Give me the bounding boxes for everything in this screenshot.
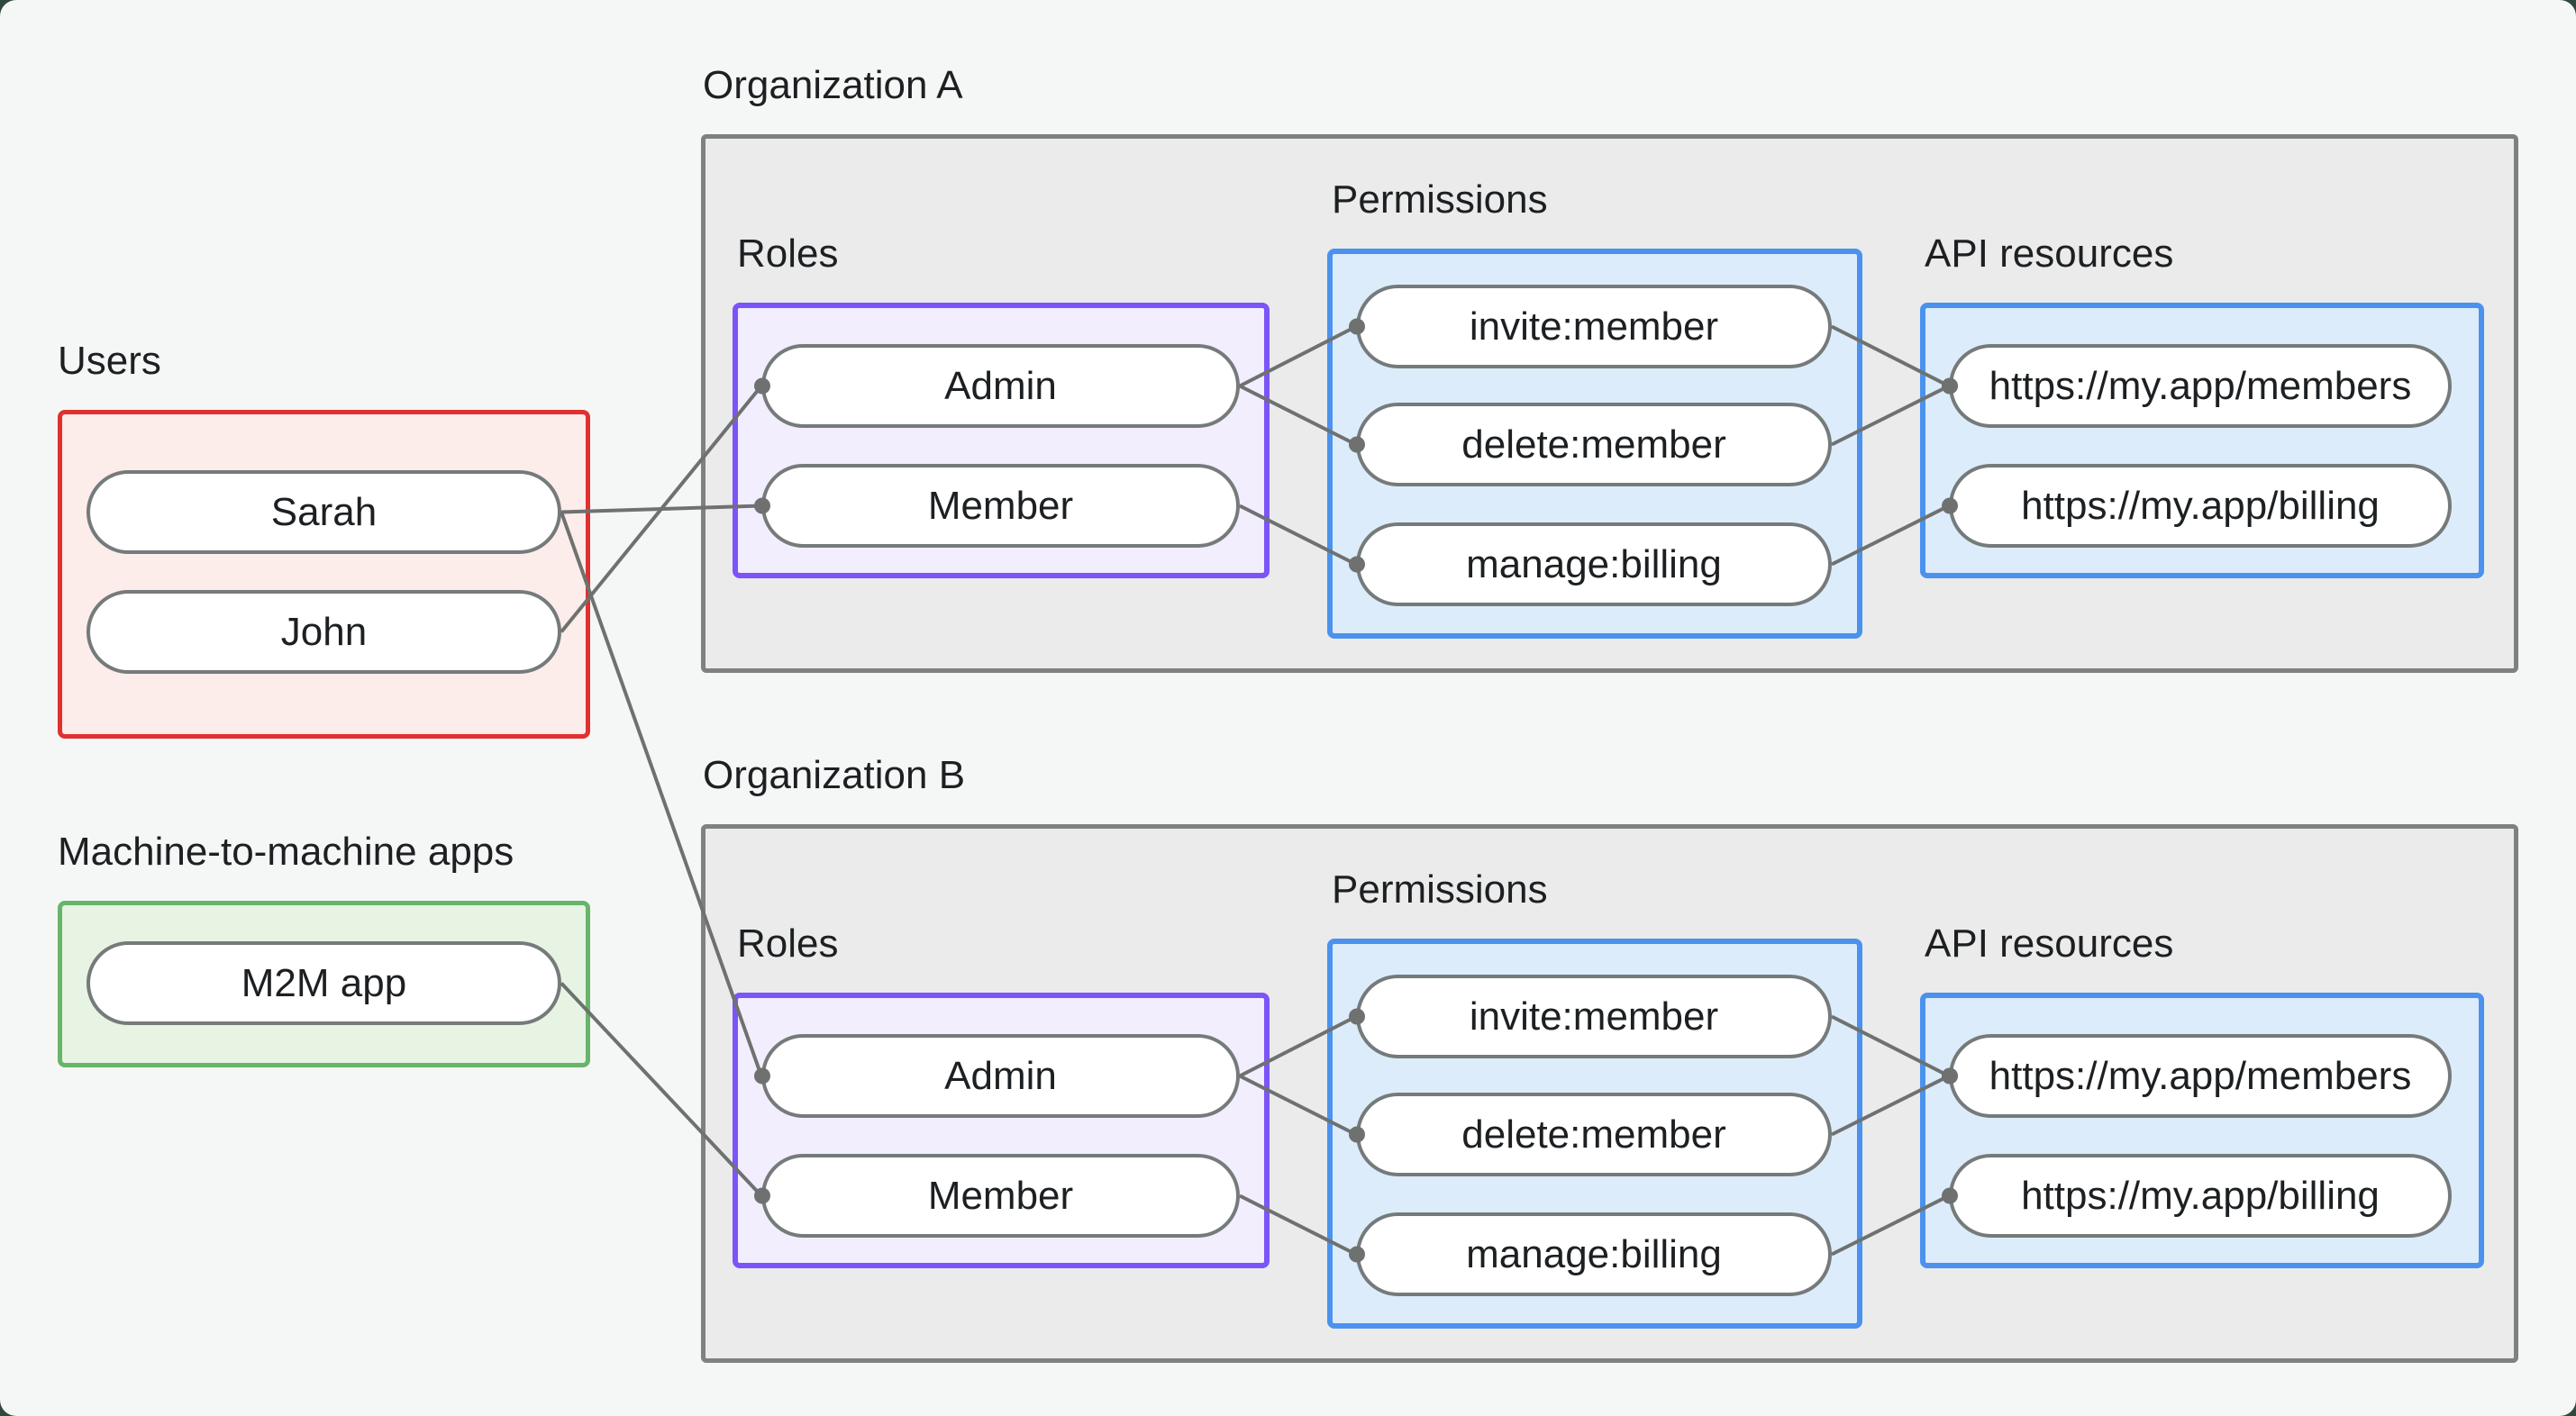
node-org-b-delete-member: delete:member [1356, 1093, 1832, 1176]
node-m2m-app: M2M app [86, 941, 561, 1025]
node-org-b-member: Member [761, 1154, 1240, 1238]
org-b-label: Organization B [703, 753, 966, 797]
node-org-a-billing-api: https://my.app/billing [1949, 464, 2452, 548]
org-a-label: Organization A [703, 63, 963, 107]
org-b-api-resources-label: API resources [1925, 921, 2174, 966]
node-org-a-delete-member: delete:member [1356, 403, 1832, 486]
node-org-b-manage-billing: manage:billing [1356, 1212, 1832, 1296]
org-a-roles-label: Roles [737, 231, 839, 276]
node-org-a-members-api: https://my.app/members [1949, 344, 2452, 428]
node-org-a-manage-billing: manage:billing [1356, 522, 1832, 606]
node-org-a-admin: Admin [761, 344, 1240, 428]
org-a-api-resources-label: API resources [1925, 231, 2174, 276]
users-group-label: Users [58, 339, 161, 383]
org-b-permissions-label: Permissions [1332, 867, 1548, 912]
node-org-b-admin: Admin [761, 1034, 1240, 1118]
node-org-a-invite-member: invite:member [1356, 285, 1832, 368]
node-john: John [86, 590, 561, 674]
m2m-group-label: Machine-to-machine apps [58, 830, 514, 874]
node-org-a-member: Member [761, 464, 1240, 548]
node-org-b-billing-api: https://my.app/billing [1949, 1154, 2452, 1238]
node-org-b-invite-member: invite:member [1356, 975, 1832, 1058]
org-a-permissions-label: Permissions [1332, 177, 1548, 222]
node-org-b-members-api: https://my.app/members [1949, 1034, 2452, 1118]
node-sarah: Sarah [86, 470, 561, 554]
users-group-box [58, 410, 590, 739]
org-b-roles-label: Roles [737, 921, 839, 966]
